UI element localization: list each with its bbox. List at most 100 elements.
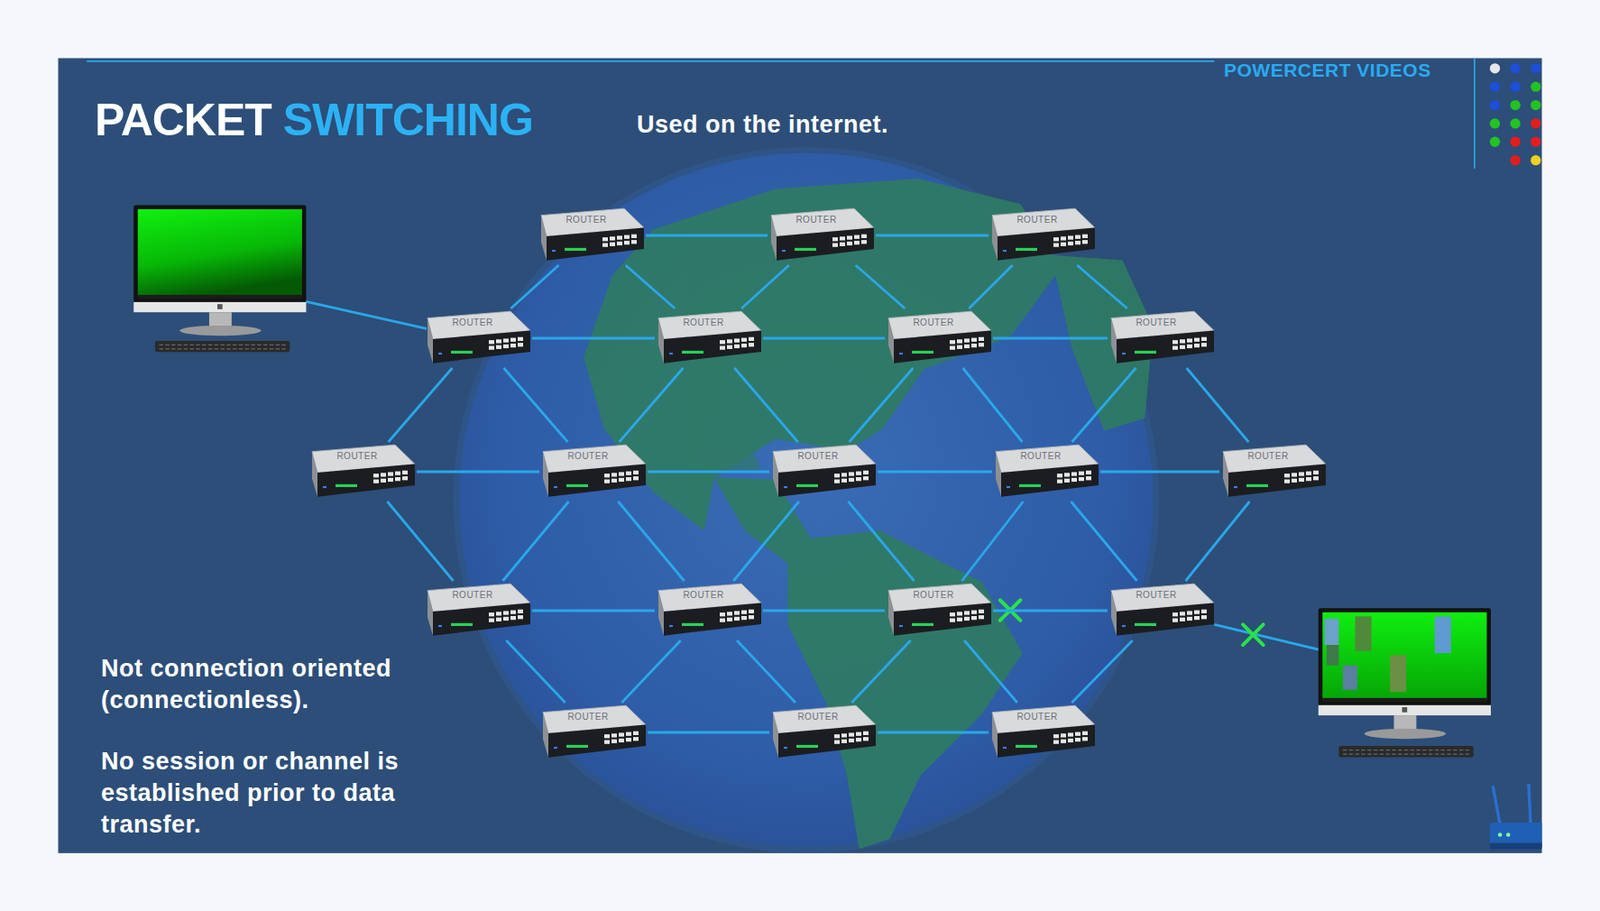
router-shape bbox=[992, 441, 1101, 502]
router-label: ROUTER bbox=[1219, 441, 1328, 462]
network-link bbox=[532, 337, 655, 341]
network-link bbox=[416, 470, 540, 474]
router-shape bbox=[1107, 308, 1216, 368]
network-link bbox=[386, 501, 453, 581]
network-link bbox=[1076, 265, 1128, 309]
network-link bbox=[1072, 367, 1137, 442]
router-shape bbox=[423, 580, 533, 641]
router-box: ROUTER bbox=[1219, 441, 1328, 502]
network-link bbox=[647, 731, 770, 735]
computer-link bbox=[1213, 624, 1321, 650]
router-label: ROUTER bbox=[423, 308, 533, 329]
router-shape bbox=[884, 580, 994, 641]
network-link bbox=[855, 265, 906, 309]
network-link bbox=[510, 265, 559, 309]
router-box: ROUTER bbox=[992, 441, 1101, 502]
router-icon bbox=[1489, 783, 1543, 849]
network-link bbox=[1100, 470, 1220, 474]
router-box: ROUTER bbox=[884, 308, 994, 368]
router-shape bbox=[769, 441, 878, 502]
network-link bbox=[1186, 501, 1251, 581]
network-link bbox=[1186, 367, 1250, 442]
router-shape bbox=[539, 441, 648, 502]
router-shape bbox=[769, 702, 878, 763]
router-box: ROUTER bbox=[423, 308, 533, 368]
globe-halo bbox=[452, 147, 1159, 854]
network-link bbox=[875, 234, 989, 238]
router-box: ROUTER bbox=[1107, 580, 1216, 641]
network-link bbox=[962, 501, 1024, 581]
network-link bbox=[619, 367, 684, 442]
router-label: ROUTER bbox=[769, 441, 878, 462]
label-text: POWERCERT VIDEOS bbox=[1223, 59, 1432, 81]
router-shape bbox=[308, 441, 417, 502]
slide-title: PACKET SWITCHING bbox=[94, 93, 534, 147]
network-link bbox=[734, 367, 798, 442]
dot-grid bbox=[1489, 63, 1542, 166]
network-link bbox=[388, 367, 453, 442]
router-shape bbox=[988, 702, 1097, 763]
network-link bbox=[621, 640, 681, 703]
router-label: ROUTER bbox=[992, 441, 1101, 462]
router-shape bbox=[1107, 580, 1216, 641]
body-note: Not connection oriented (connectionless)… bbox=[101, 652, 489, 717]
router-shape bbox=[423, 308, 533, 368]
source-computer bbox=[133, 204, 306, 352]
network-link bbox=[968, 265, 1012, 309]
network-link bbox=[1070, 501, 1137, 581]
router-label: ROUTER bbox=[654, 580, 764, 601]
router-shape bbox=[1219, 441, 1328, 502]
network-link bbox=[625, 265, 676, 309]
network-link bbox=[993, 337, 1108, 341]
router-box: ROUTER bbox=[884, 580, 994, 641]
router-box: ROUTER bbox=[308, 441, 417, 502]
router-box: ROUTER bbox=[767, 205, 876, 266]
router-label: ROUTER bbox=[308, 441, 417, 462]
body-note: No session or channel is established pri… bbox=[101, 745, 489, 841]
router-shape bbox=[654, 580, 764, 641]
network-link bbox=[647, 470, 770, 474]
network-link bbox=[1071, 640, 1132, 703]
router-label: ROUTER bbox=[539, 702, 648, 723]
router-label: ROUTER bbox=[539, 441, 648, 462]
network-link bbox=[993, 609, 1108, 613]
router-label: ROUTER bbox=[423, 580, 533, 601]
router-label: ROUTER bbox=[654, 308, 764, 329]
label-text: Not connection oriented (connectionless)… bbox=[101, 654, 392, 714]
router-box: ROUTER bbox=[539, 702, 648, 763]
globe bbox=[459, 153, 1153, 847]
network-link bbox=[763, 609, 885, 613]
router-box: ROUTER bbox=[539, 441, 648, 502]
network-link bbox=[763, 337, 885, 341]
router-label: ROUTER bbox=[769, 702, 878, 723]
header-divider bbox=[1473, 57, 1476, 168]
router-label: ROUTER bbox=[537, 205, 646, 226]
router-label: ROUTER bbox=[988, 205, 1097, 226]
router-label: ROUTER bbox=[767, 205, 876, 226]
network-link bbox=[877, 731, 989, 735]
router-label: ROUTER bbox=[1107, 580, 1216, 601]
network-link bbox=[963, 367, 1023, 442]
network-link bbox=[964, 640, 1018, 703]
label-text: Used on the internet. bbox=[636, 110, 889, 138]
label-text: No session or channel is established pri… bbox=[101, 747, 399, 838]
router-box: ROUTER bbox=[769, 702, 878, 763]
brand-watermark: POWERCERT VIDEOS bbox=[1223, 59, 1468, 82]
network-link bbox=[532, 609, 655, 613]
network-link bbox=[877, 470, 993, 474]
router-box: ROUTER bbox=[1107, 308, 1216, 368]
router-label: ROUTER bbox=[988, 702, 1097, 723]
router-shape bbox=[537, 205, 646, 266]
router-shape bbox=[539, 702, 648, 763]
router-shape bbox=[767, 205, 876, 266]
router-box: ROUTER bbox=[537, 205, 646, 266]
slide-background bbox=[57, 57, 1542, 853]
network-link bbox=[502, 501, 569, 581]
network-link bbox=[505, 640, 565, 703]
computer-link bbox=[303, 301, 427, 330]
router-shape bbox=[654, 308, 764, 368]
subtitle-note: Used on the internet. bbox=[636, 109, 1178, 140]
network-link bbox=[617, 501, 684, 581]
router-box: ROUTER bbox=[654, 580, 764, 641]
network-link bbox=[733, 501, 800, 581]
